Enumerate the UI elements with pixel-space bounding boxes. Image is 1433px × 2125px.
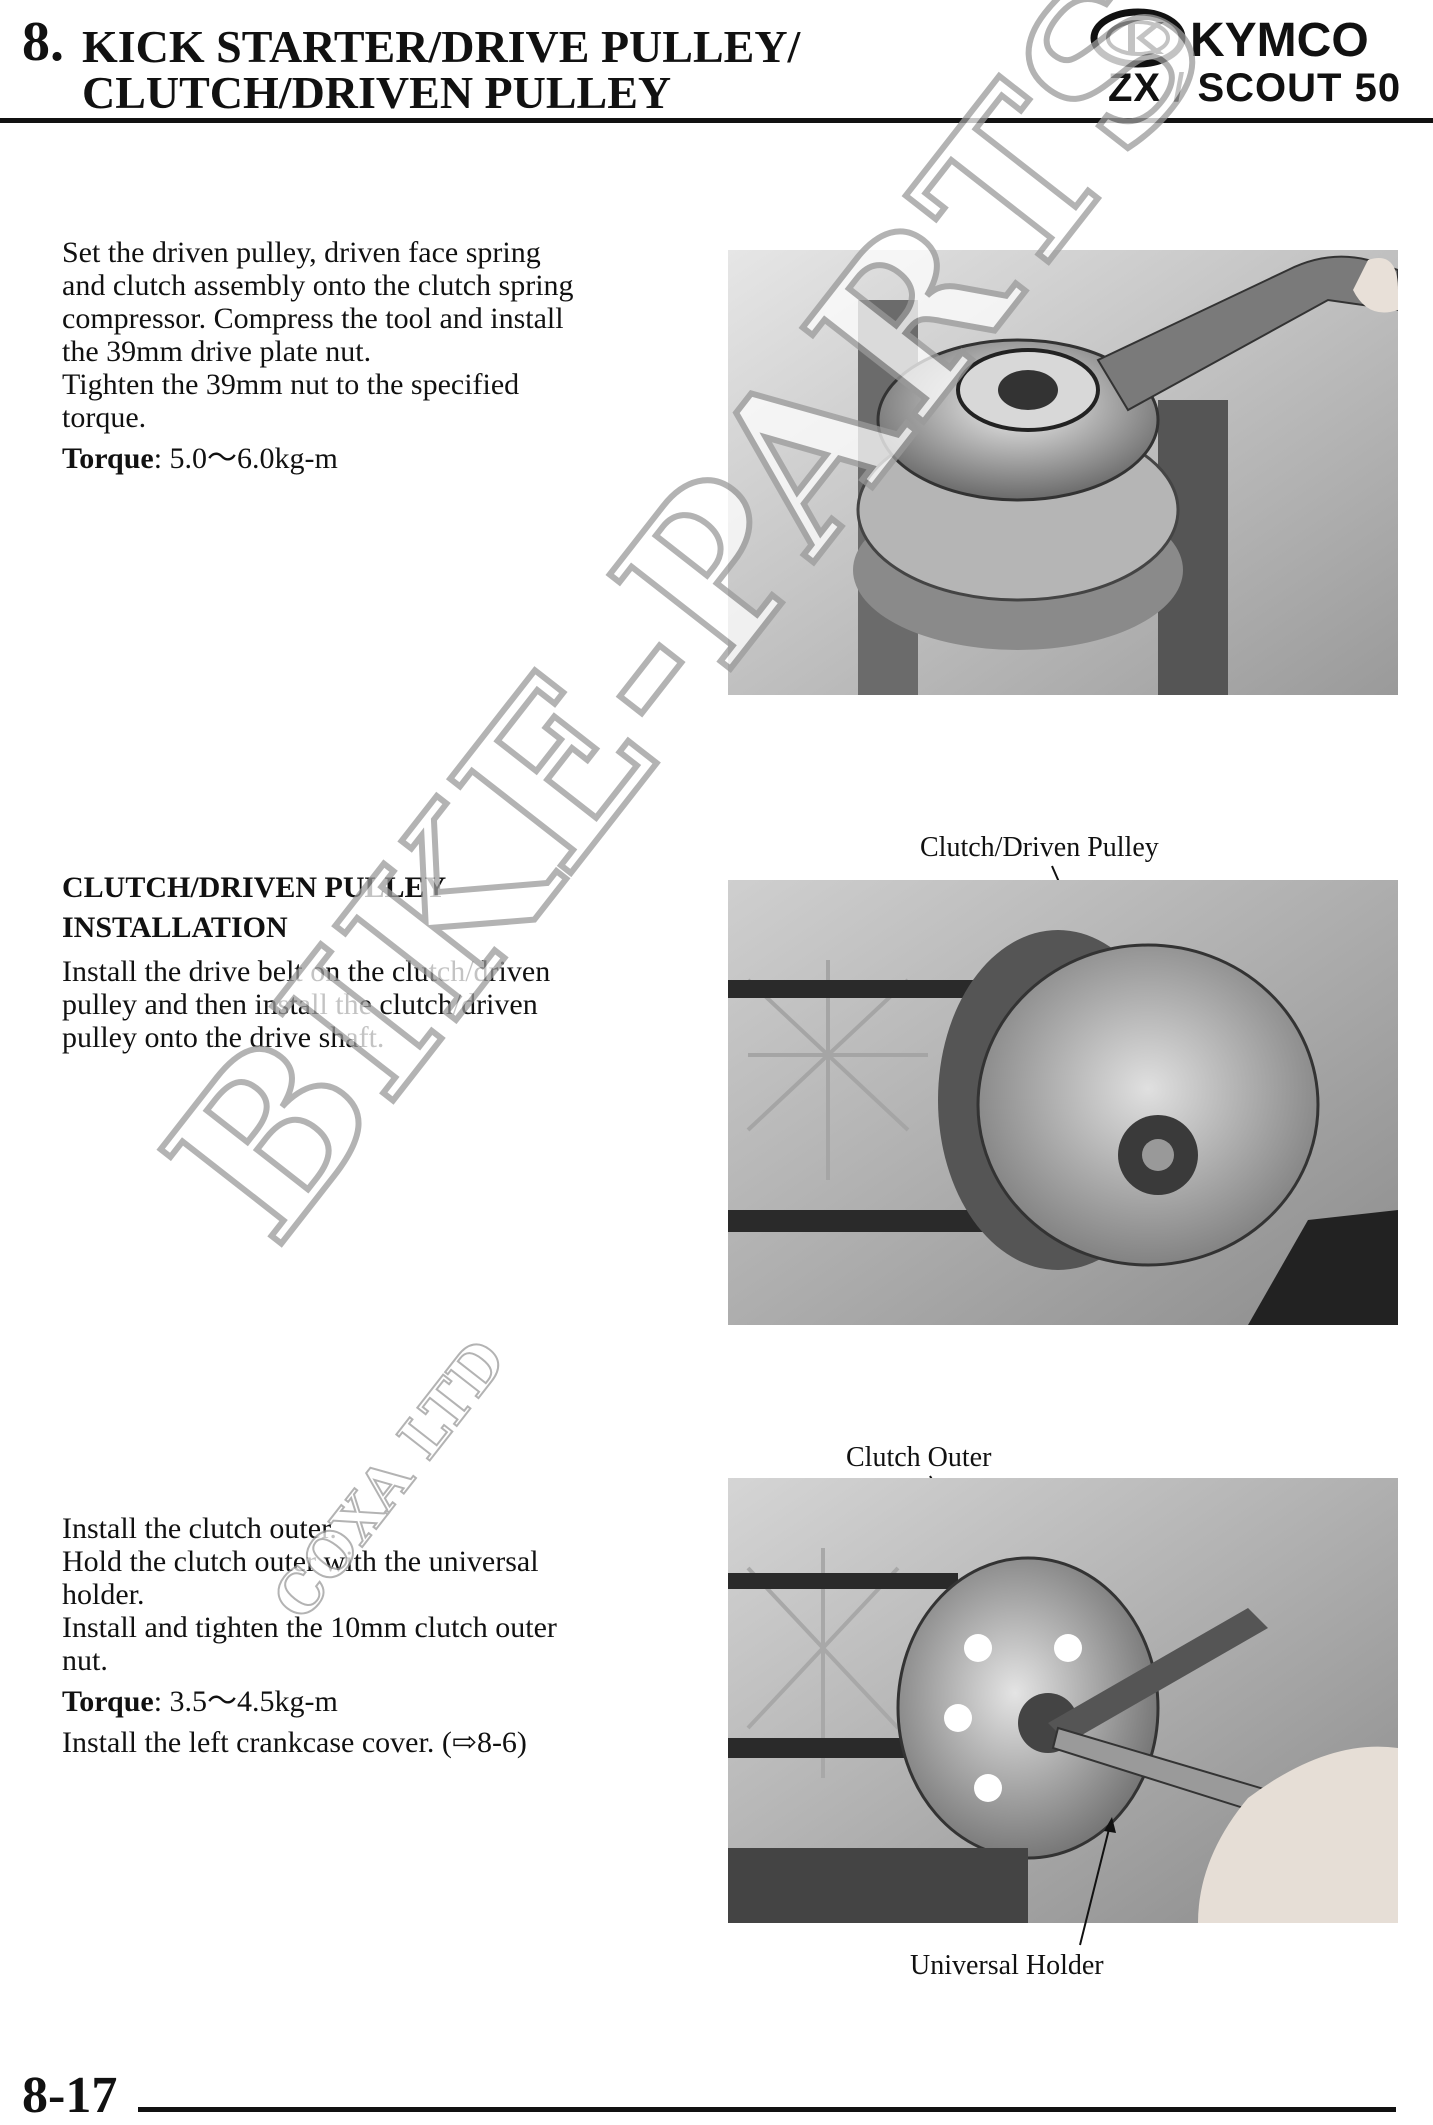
section2-text: Install the drive belt on the clutch/dri… [62, 955, 682, 1054]
section3-line: nut. [62, 1644, 108, 1677]
torque-value: : 5.0～6.0kg-m [153, 442, 338, 475]
chapter-title-line1: KICK STARTER/DRIVE PULLEY/ [82, 21, 801, 72]
callout-clutch-outer: Clutch Outer [846, 1442, 992, 1473]
model-name: ZX / SCOUT 50 [1108, 66, 1402, 110]
section3-line: holder. [62, 1578, 145, 1611]
section2-heading-line2: INSTALLATION [62, 911, 288, 944]
header-rule [0, 118, 1433, 123]
section1-line: compressor. Compress the tool and instal… [62, 302, 564, 335]
section2-line: Install the drive belt on the clutch/dri… [62, 955, 551, 988]
callout-clutch-driven-pulley: Clutch/Driven Pulley [920, 832, 1159, 863]
section1-line: torque. [62, 401, 147, 434]
chapter-number: 8. [22, 11, 64, 73]
torque-label: Torque [62, 1685, 154, 1718]
section1-line: and clutch assembly onto the clutch spri… [62, 269, 574, 302]
section3-line: Install and tighten the 10mm clutch oute… [62, 1611, 557, 1644]
section3-final-line: Install the left crankcase cover. (⇨8-6) [62, 1726, 527, 1759]
photo-clutch-outer-install [728, 1478, 1398, 1923]
section2-line: pulley and then install the clutch/drive… [62, 988, 538, 1021]
section3-text: Install the clutch outer. Hold the clutc… [62, 1512, 682, 1759]
kymco-logo: KYMCO [1090, 8, 1430, 68]
photo-driven-pulley-install [728, 880, 1398, 1325]
section2-line: pulley onto the drive shaft. [62, 1021, 385, 1054]
chapter-title: KICK STARTER/DRIVE PULLEY/ CLUTCH/DRIVEN… [82, 24, 800, 116]
torque-label: Torque [62, 442, 154, 475]
section1-torque: Torque: 5.0～6.0kg-m [62, 442, 682, 475]
section2-heading: CLUTCH/DRIVEN PULLEY INSTALLATION [62, 868, 682, 948]
page-number: 8-17 [22, 2067, 118, 2124]
torque-value: : 3.5～4.5kg-m [153, 1685, 338, 1718]
chapter-title-line2: CLUTCH/DRIVEN PULLEY [82, 67, 672, 118]
section1-line: Tighten the 39mm nut to the specified [62, 368, 520, 401]
section3-torque: Torque: 3.5～4.5kg-m [62, 1685, 682, 1718]
section1-text: Set the driven pulley, driven face sprin… [62, 236, 682, 475]
brand-text: KYMCO [1190, 14, 1369, 67]
section1-line: the 39mm drive plate nut. [62, 335, 372, 368]
photo-spring-compressor [728, 250, 1398, 695]
section1-line: Set the driven pulley, driven face sprin… [62, 236, 541, 269]
section3-line: Hold the clutch outer with the universal [62, 1545, 539, 1578]
section2-heading-line1: CLUTCH/DRIVEN PULLEY [62, 871, 447, 904]
section3-line: Install the clutch outer. [62, 1512, 337, 1545]
callout-universal-holder: Universal Holder [910, 1950, 1104, 1981]
footer-rule [138, 2107, 1396, 2112]
callout-arrow [1079, 1817, 1116, 1946]
